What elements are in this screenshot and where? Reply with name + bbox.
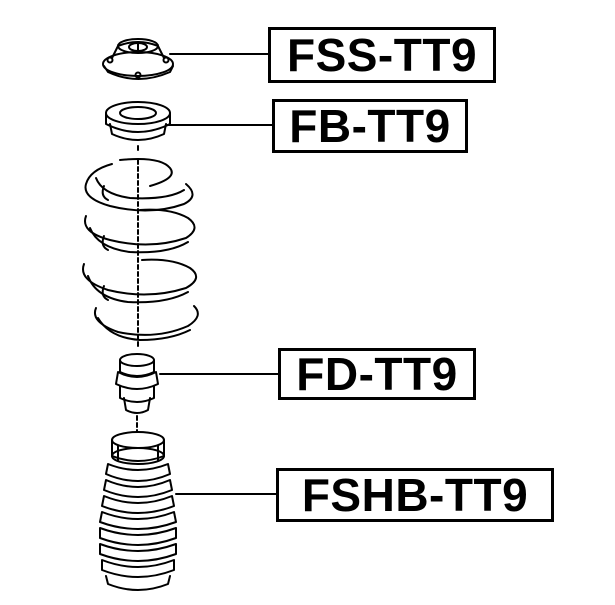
- part-label-fb: FB-TT9: [272, 99, 468, 153]
- leader-lines: [159, 53, 279, 495]
- coil-spring-drawing: [82, 158, 199, 347]
- bearing-drawing: [105, 101, 171, 153]
- dust-boot-drawing: [99, 431, 177, 591]
- part-label-fd: FD-TT9: [278, 348, 476, 400]
- part-label-fshb: FSHB-TT9: [276, 468, 554, 522]
- bump-stop-drawing: [115, 353, 159, 433]
- strut-mount-drawing: [102, 38, 174, 80]
- part-label-fss: FSS-TT9: [268, 27, 496, 83]
